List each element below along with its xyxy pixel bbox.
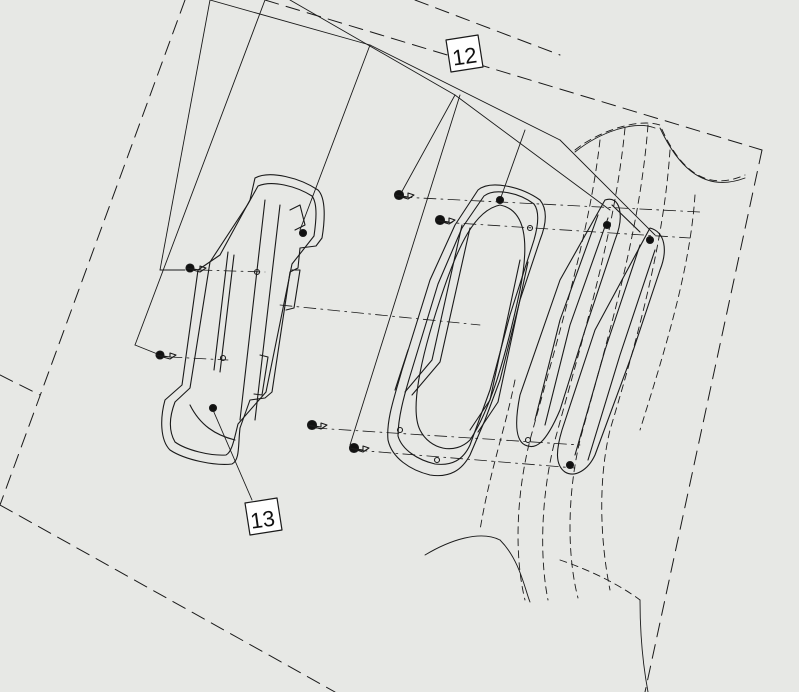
middle-frame	[387, 184, 546, 477]
leader-lines-13	[212, 409, 253, 501]
callout-13-text: 13	[249, 505, 277, 533]
dashed-boundary-frame	[0, 0, 763, 692]
leader-lines-12	[134, 0, 656, 446]
housing-outline-solid	[424, 125, 746, 692]
callout-13: 13	[244, 497, 283, 536]
callout-12: 12	[445, 34, 484, 73]
screw-set-middle	[306, 189, 456, 454]
screw-set-left	[155, 263, 207, 360]
callout-12-text: 12	[451, 42, 479, 70]
cover-panel-part-13	[161, 174, 325, 465]
housing-silhouette	[479, 122, 746, 601]
right-bracket	[516, 198, 665, 475]
